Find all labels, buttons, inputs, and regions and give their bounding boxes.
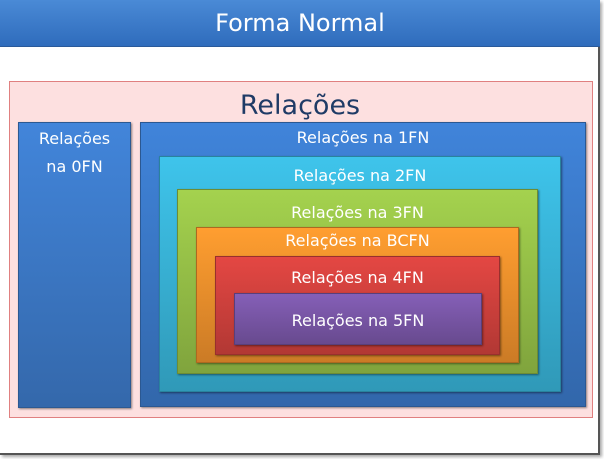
title: Forma Normal [215,9,385,37]
label-1fn: Relações na 1FN [296,128,430,147]
label-3fn: Relações na 3FN [291,203,424,222]
label-bcfn: Relações na BCFN [285,231,430,250]
box-0fn: Relações na 0FN [18,122,131,408]
label-5fn: Relações na 5FN [291,311,425,330]
label-4fn: Relações na 4FN [291,268,424,287]
title-bar: Forma Normal [0,0,600,47]
relations-label: Relações [239,90,361,121]
label-2fn: Relações na 2FN [293,166,427,185]
box-5fn: Relações na 5FN [234,293,482,345]
label-0fn-line1: Relações [38,129,111,148]
label-0fn-line2: na 0FN [46,157,103,176]
